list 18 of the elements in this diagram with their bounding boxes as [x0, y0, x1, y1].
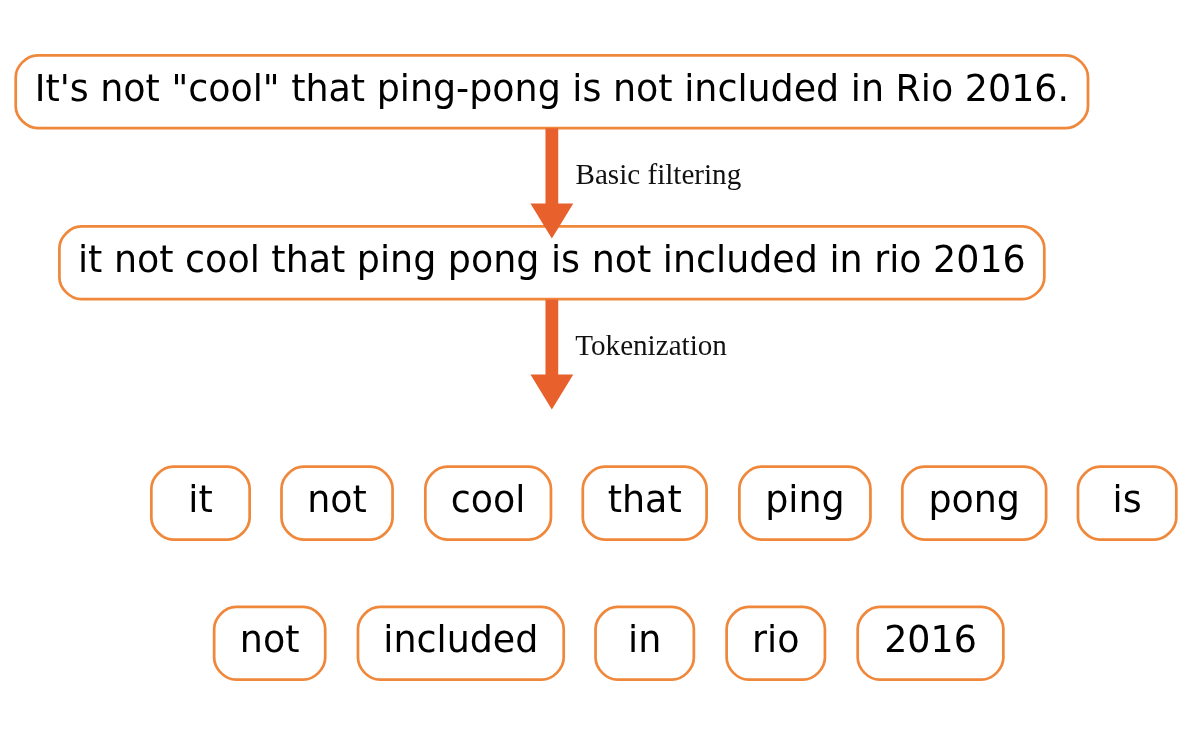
edge-label: Basic filtering: [575, 157, 742, 190]
node-box: it: [149, 464, 251, 541]
node-box: pong: [900, 464, 1048, 541]
node-box: rio: [725, 605, 827, 681]
node-box: not: [280, 464, 394, 541]
node-box: included: [356, 605, 566, 681]
node-box: ping: [738, 464, 872, 541]
node-box: is: [1076, 464, 1178, 541]
node-box: in: [594, 605, 696, 681]
arrow: [530, 127, 574, 239]
edge-label: Tokenization: [575, 328, 727, 361]
arrow: [530, 299, 574, 410]
node-box: that: [581, 464, 708, 541]
node-box: it not cool that ping pong is not included in rio 2016: [58, 224, 1046, 301]
node-box: cool: [423, 464, 553, 541]
node-box: It's not "cool" that ping-pong is not included in Rio 2016.: [14, 53, 1090, 129]
node-box: 2016: [856, 605, 1005, 681]
node-box: not: [212, 605, 327, 681]
